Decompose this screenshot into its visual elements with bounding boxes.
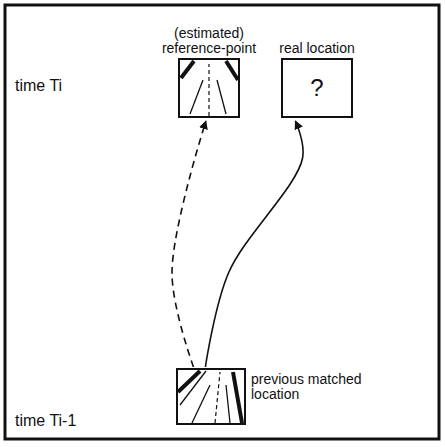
dashed-arrow (172, 121, 206, 367)
curved-arrow (205, 121, 303, 367)
box-heading: previous matched location (251, 372, 379, 402)
road-view-previous (178, 371, 242, 423)
time-label: time Ti-1 (15, 412, 76, 430)
box-symbol: ? (283, 75, 351, 101)
center-line (208, 64, 209, 116)
lane-line (226, 385, 230, 423)
road-edge-line (233, 372, 242, 423)
road-edge-line (226, 61, 238, 80)
location-box: (estimated) reference-point (178, 58, 240, 118)
lane-line (217, 80, 226, 114)
lane-line (192, 385, 210, 423)
road-edge-line (178, 371, 200, 392)
time-label: time Ti (15, 77, 62, 95)
outer-frame (5, 5, 439, 439)
road-view-estimated (181, 61, 238, 116)
road-edge-line (181, 61, 194, 78)
center-line (215, 372, 220, 423)
box-heading: real location (258, 41, 376, 56)
lane-line (190, 80, 203, 114)
location-box: previous matched location (176, 368, 246, 425)
lane-line (180, 371, 206, 405)
location-box: real location? (281, 58, 353, 118)
box-heading: (estimated) reference-point (150, 26, 268, 56)
